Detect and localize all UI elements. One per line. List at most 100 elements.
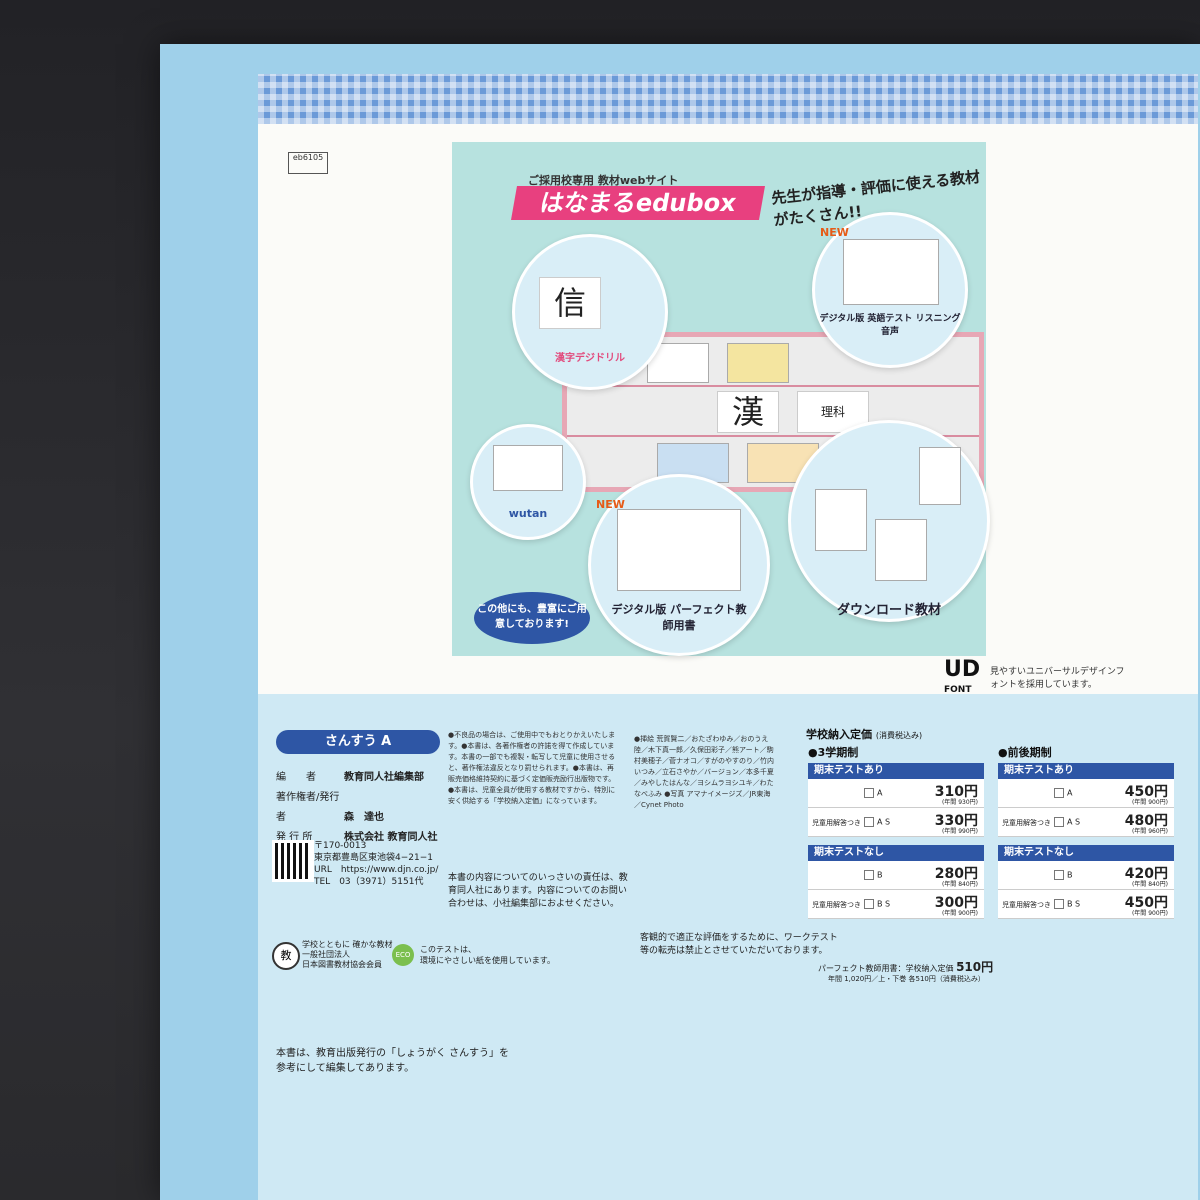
plan-section: 期末テストあり: [998, 763, 1174, 779]
thumbnail: [727, 343, 789, 383]
line-code: A S: [864, 817, 890, 827]
ud-logo-text: UD: [944, 657, 981, 682]
code-text: B S: [1067, 899, 1081, 909]
kanji-drill-caption: 漢字デジドリル: [555, 353, 625, 364]
code-text: A S: [1067, 817, 1081, 827]
wutan-thumbnail: [493, 445, 563, 491]
credit-row: 発 行 所株式会社 教育同人社: [276, 828, 437, 848]
code-text: B: [1067, 870, 1073, 880]
line-note: 児童用解答つき: [812, 901, 861, 909]
line-price: 450円: [1124, 895, 1168, 911]
teacher-book-thumbnail: [617, 509, 741, 591]
price-title-text: 学校納入定価: [806, 728, 872, 741]
address-line: 東京都豊島区東池袋4−21−1: [314, 853, 433, 863]
wutan-caption: wutan: [508, 507, 548, 520]
wutan-circle: wutan: [470, 424, 586, 540]
credit-row: 著作権者/発行者森 達也: [276, 788, 437, 828]
line-code: B S: [1054, 899, 1080, 909]
association-text: 学校とともに 確かな教材 一般社団法人 日本図書教材協会会員: [302, 940, 393, 970]
line-price: 280円: [934, 866, 978, 882]
line-code: A S: [1054, 817, 1080, 827]
line-note: 児童用解答つき: [812, 819, 861, 827]
english-test-caption: デジタル版 英語テスト リスニング音声: [819, 314, 961, 337]
resale-notice: 客観的で適正な評価をするために、ワークテスト等の転売は禁止とさせていただいており…: [640, 933, 838, 956]
checkbox-icon: [1054, 870, 1064, 880]
credit-value: 株式会社 教育同人社: [344, 832, 438, 843]
line-price: 480円: [1124, 813, 1168, 829]
checkbox-icon: [864, 899, 874, 909]
address-line: 〒170-0013: [314, 841, 367, 851]
credit-label: 編 者: [276, 772, 316, 783]
new-badge: NEW: [596, 498, 625, 511]
line-code: B: [1054, 870, 1073, 880]
print-thumbnail: [815, 489, 867, 551]
english-test-thumbnail: [843, 239, 939, 305]
download-caption: ダウンロード教材: [836, 603, 941, 618]
price-line: 児童用解答つき B S 300円(年間 900円): [808, 890, 984, 919]
new-badge: NEW: [820, 226, 849, 239]
illustrator-credits: ●挿絵 荒賀賢二／おたざわゆみ／おのうえ陸／木下真一郎／久保田彩子／熊アート／駒…: [634, 735, 774, 809]
product-code: eb6105: [288, 152, 328, 174]
association-seal-icon: 教: [272, 942, 300, 970]
line-note: 児童用解答つき: [1002, 819, 1051, 827]
line-code: B S: [864, 899, 890, 909]
credit-value: 森 達也: [344, 812, 384, 823]
kanji-shin: 信: [539, 277, 601, 329]
responsibility-note: 本書の内容についてのいっさいの責任は、教育同人社にあります。内容についてのお問い…: [448, 873, 628, 909]
line-annual: (年間 900円): [941, 910, 978, 917]
association-line: 一般社団法人: [302, 950, 350, 959]
ud-logo-font: FONT: [944, 685, 972, 695]
line-price: 300円: [934, 895, 978, 911]
line-price: 330円: [934, 813, 978, 829]
line-price: 420円: [1124, 866, 1168, 882]
eco-icon: ECO: [392, 944, 414, 966]
line-code: A: [864, 788, 882, 798]
info-panel: さんすう A 編 者教育同人社編集部 著作権者/発行者森 達也 発 行 所株式会…: [258, 694, 1198, 1200]
reference-line: 本書は、教育出版発行の「しょうがく さんすう」を: [276, 1048, 509, 1059]
line-annual: (年間 990円): [941, 828, 978, 835]
price-title-note: (消費税込み): [875, 731, 923, 740]
plan-name: ●3学期制: [808, 746, 859, 759]
credits: 編 者教育同人社編集部 著作権者/発行者森 達也 発 行 所株式会社 教育同人社: [276, 768, 437, 848]
credit-label: 著作権者/発行者: [276, 792, 340, 823]
teacher-book-price: パーフェクト教師用書：学校納入定価 510円: [818, 958, 993, 975]
ad-label: ご採用校専用 教材webサイト: [528, 174, 679, 187]
address-line: URL https://www.djn.co.jp/: [314, 865, 439, 875]
ud-font-text: 見やすいユニバーサルデザインフォントを採用しています。: [990, 667, 1125, 690]
print-thumbnail: [875, 519, 927, 581]
line-price: 310円: [934, 784, 978, 800]
english-test-circle: デジタル版 英語テスト リスニング音声: [812, 212, 968, 368]
checkbox-icon: [864, 788, 874, 798]
ud-font-logo: UD FONT: [944, 657, 981, 700]
checkbox-icon: [1054, 788, 1064, 798]
code-text: B: [877, 870, 883, 880]
line-annual: (年間 900円): [1131, 910, 1168, 917]
price-line: A 310円(年間 930円): [808, 779, 984, 808]
kanji-card: 漢: [717, 391, 779, 433]
code-text: A S: [877, 817, 891, 827]
code-text: B S: [877, 899, 891, 909]
teacher-book-circle: デジタル版 パーフェクト教師用書: [588, 474, 770, 656]
line-code: A: [1054, 788, 1072, 798]
edubox-advertisement: ご採用校専用 教材webサイト はなまるedubox 先生が指導・評価に使える教…: [452, 142, 990, 656]
price-line: 児童用解答つき A S 330円(年間 990円): [808, 808, 984, 837]
legal-notes: ●不良品の場合は、ご使用中でもおとりかえいたします。●本書は、各著作権者の許諾を…: [448, 731, 616, 805]
qr-code-icon: [272, 840, 314, 882]
gingham-border: [258, 74, 1198, 124]
reference-note: 本書は、教育出版発行の「しょうがく さんすう」を 参考にして編集してあります。: [276, 1046, 509, 1076]
address-line: TEL 03（3971）5151代: [314, 877, 424, 887]
checkbox-icon: [864, 870, 874, 880]
print-thumbnail: [919, 447, 961, 505]
credit-row: 編 者教育同人社編集部: [276, 768, 437, 788]
line-annual: (年間 930円): [941, 799, 978, 806]
line-annual: (年間 900円): [1131, 799, 1168, 806]
more-materials-bubble: この他にも、豊富にご用意しております!: [474, 592, 590, 644]
backing-sheet: eb6105 ご採用校専用 教材webサイト はなまるedubox 先生が指導・…: [160, 44, 1200, 1200]
shelf-divider: [567, 435, 979, 437]
checkbox-icon: [1054, 817, 1064, 827]
line-code: B: [864, 870, 883, 880]
teacher-book-price-value: 510円: [956, 960, 994, 974]
